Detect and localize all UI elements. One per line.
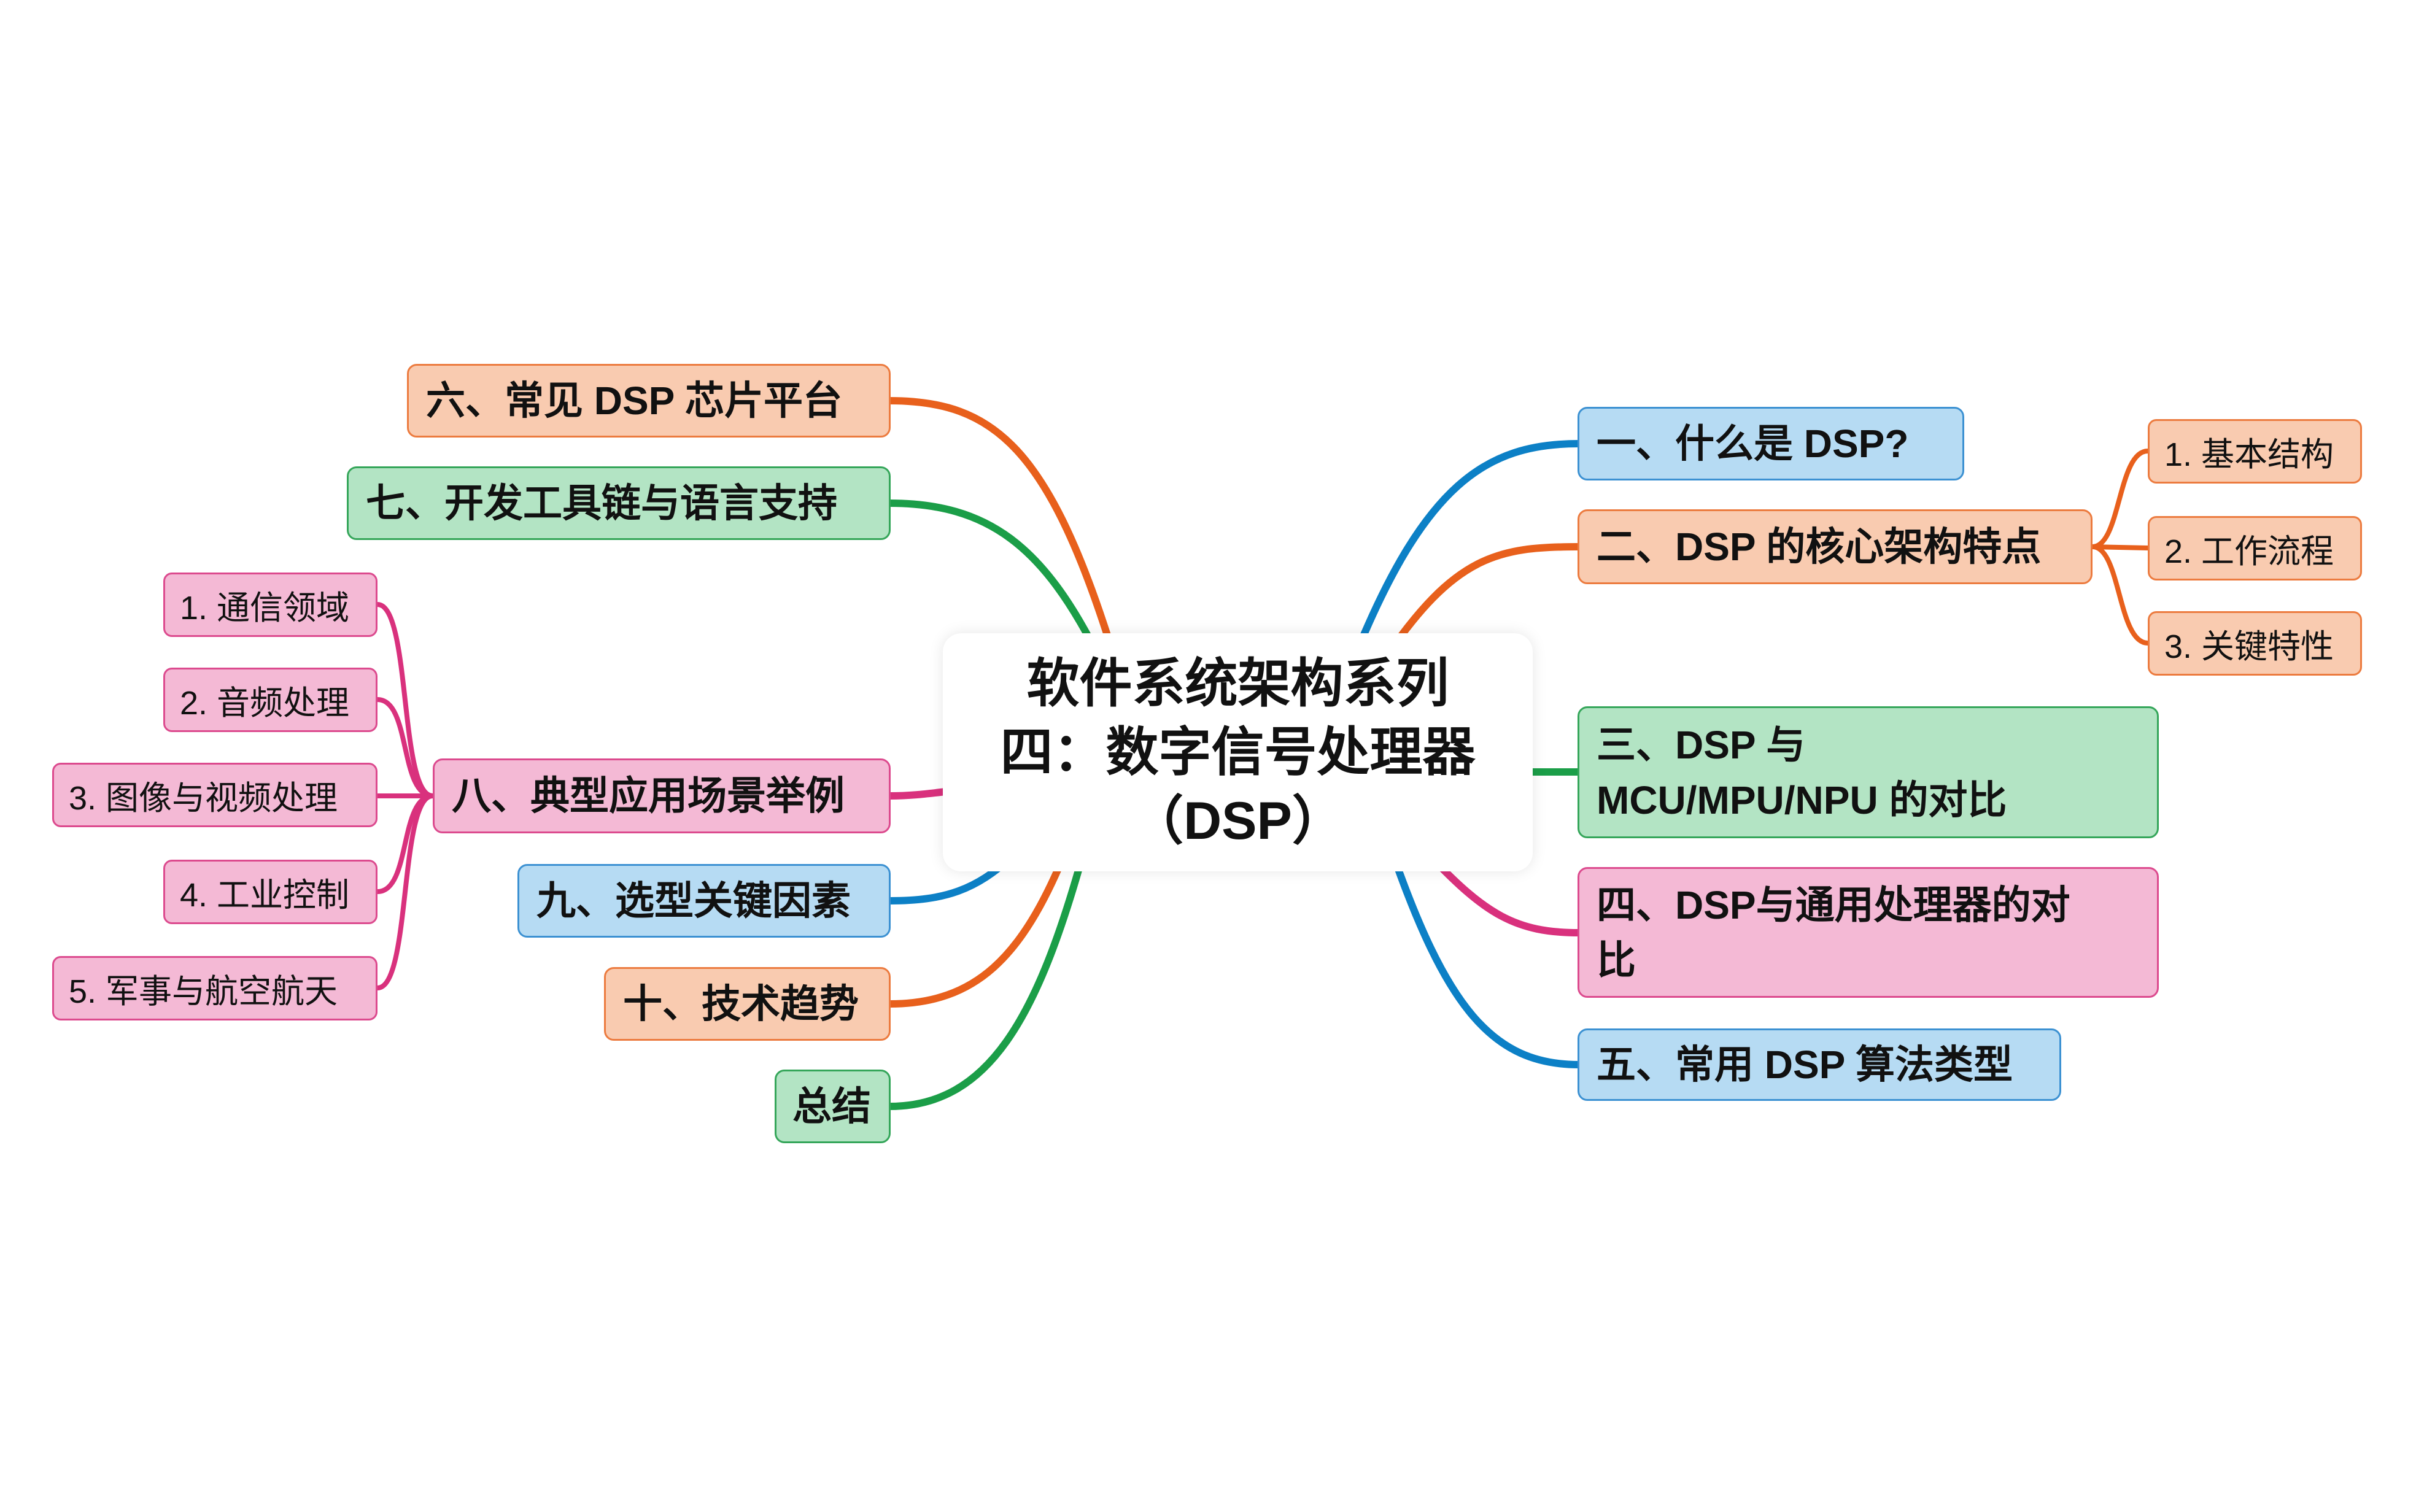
branch-label: 四、DSP与通用处理器的对 [1597, 882, 2070, 927]
subtopic-label: 1. 通信领域 [180, 590, 350, 627]
branch-selection-factors: 九、选型关键因素 [517, 864, 891, 938]
subtopic-label: 3. 图像与视频处理 [69, 780, 338, 817]
subtopic-label: 4. 工业控制 [180, 877, 350, 914]
connector-branch-8-child-2 [375, 697, 435, 798]
connector-branch-1 [1350, 440, 1582, 663]
branch-label: 比 [1597, 938, 1636, 982]
branch-label: 六、常见 DSP 芯片平台 [426, 379, 842, 423]
subtopic-label: 2. 音频处理 [180, 685, 350, 722]
subtopic-label: 3. 关键特性 [2164, 628, 2334, 665]
subtopic-label: 5. 军事与航空航天 [69, 973, 338, 1010]
connector-branch-11 [886, 849, 1087, 1110]
branch-toolchain-languages: 七、开发工具链与语言支持 [347, 466, 891, 540]
central-topic-line: （DSP） [1131, 792, 1345, 850]
subtopic-workflow: 2. 工作流程 [2148, 516, 2362, 580]
connector-branch-4 [1427, 852, 1582, 936]
branch-label: 八、典型应用场景举例 [452, 774, 845, 818]
connector-branch-8-child-1 [375, 602, 435, 798]
branch-algorithm-types: 五、常用 DSP 算法类型 [1578, 1028, 2061, 1101]
connector-branch-2-child-1 [2090, 449, 2150, 549]
connector-branch-2 [1380, 543, 1582, 663]
subtopic-key-features: 3. 关键特性 [2148, 611, 2362, 676]
subtopic-label: 2. 工作流程 [2164, 533, 2334, 570]
subtopic-basic-structure: 1. 基本结构 [2148, 419, 2362, 484]
branch-label: 三、DSP 与 [1597, 722, 1806, 767]
connector-branch-5 [1387, 843, 1582, 1068]
branch-label: 九、选型关键因素 [536, 879, 851, 923]
branch-label: MCU/MPU/NPU 的对比 [1597, 777, 2007, 822]
connector-branch-6 [886, 397, 1118, 660]
branch-what-is-dsp: 一、什么是 DSP? [1578, 407, 1964, 480]
branch-label: 七、开发工具链与语言支持 [366, 481, 837, 525]
branch-technology-trends: 十、技术趋势 [604, 967, 891, 1041]
connector-branch-7 [886, 500, 1102, 660]
subtopic-audio-processing: 2. 音频处理 [163, 668, 377, 732]
connector-branch-2-child-2 [2090, 544, 2150, 550]
subtopic-military-aerospace: 5. 军事与航空航天 [52, 956, 377, 1020]
central-topic-line: 软件系统架构系列 [1026, 654, 1449, 713]
subtopic-industrial-control: 4. 工业控制 [163, 860, 377, 924]
subtopic-label: 1. 基本结构 [2164, 436, 2334, 473]
connector-branch-10 [886, 849, 1069, 1008]
branch-chip-platforms: 六、常见 DSP 芯片平台 [407, 364, 891, 438]
central-topic-line: 四：数字信号处理器 [1000, 723, 1476, 782]
branch-label: 二、DSP 的核心架构特点 [1597, 525, 2042, 569]
branch-comparison-general-processor: 四、DSP与通用处理器的对 比 [1578, 867, 2159, 998]
connector-branch-8-child-5 [375, 793, 435, 990]
branch-comparison-mcu-mpu-npu: 三、DSP 与 MCU/MPU/NPU 的对比 [1578, 706, 2159, 838]
branch-label: 五、常用 DSP 算法类型 [1597, 1043, 2013, 1087]
subtopic-communications: 1. 通信领域 [163, 573, 377, 637]
branch-label: 十、技术趋势 [623, 982, 859, 1026]
branch-label: 总结 [792, 1084, 871, 1128]
connector-branch-2-child-3 [2090, 544, 2150, 646]
central-topic: 软件系统架构系列 四：数字信号处理器 （DSP） [943, 633, 1533, 871]
subtopic-image-video-processing: 3. 图像与视频处理 [52, 763, 377, 827]
branch-core-architecture: 二、DSP 的核心架构特点 [1578, 509, 2093, 584]
branch-application-scenarios: 八、典型应用场景举例 [433, 758, 891, 833]
branch-summary: 总结 [775, 1070, 891, 1143]
branch-label: 一、什么是 DSP? [1597, 422, 1909, 466]
